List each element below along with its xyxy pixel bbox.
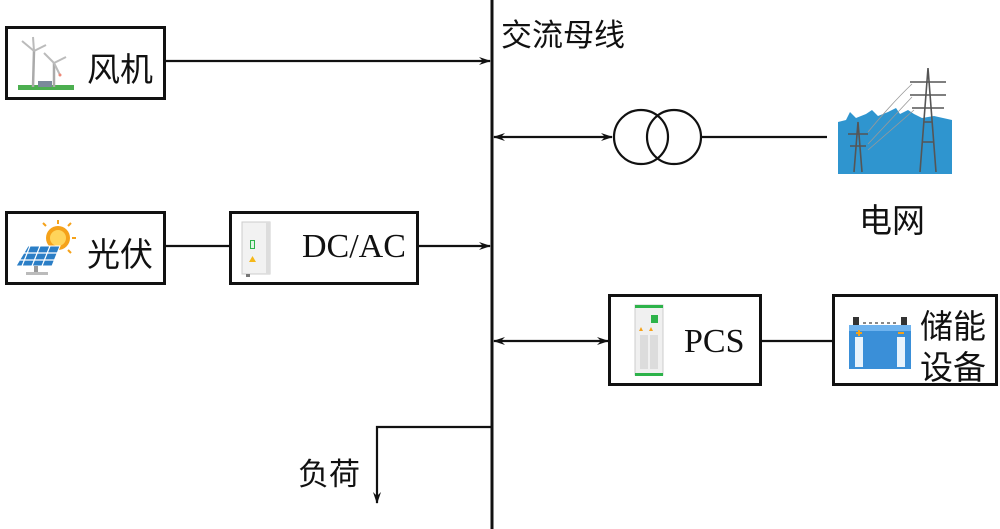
pv-box: 光伏 [5,211,166,285]
wind-turbine-label: 风机 [87,50,153,89]
ac-bus-label: 交流母线 [501,18,625,54]
pcs-cabinet-icon [634,304,664,376]
bus-to-load-arrow [373,425,492,504]
battery-icon [849,317,911,369]
wind-turbine-box: 风机 [5,26,166,100]
inverter-label: DC/AC [302,228,406,265]
grid-label: 电网 [859,201,925,240]
transformer-icon [612,108,703,166]
inverter-cabinet-icon [241,221,271,277]
transmission-tower-icon [838,67,952,174]
pv-label: 光伏 [87,235,153,274]
storage-box: 储能 设备 [832,294,998,387]
storage-label-line1: 储能 [920,307,986,346]
pcs-label: PCS [684,323,745,360]
solar-panel-icon [15,220,76,275]
inverter-box: DC/AC [229,211,419,285]
load-label: 负荷 [298,457,360,493]
storage-label-line2: 设备 [920,348,986,387]
wind-turbine-icon [18,36,74,90]
pcs-box: PCS [608,294,762,386]
